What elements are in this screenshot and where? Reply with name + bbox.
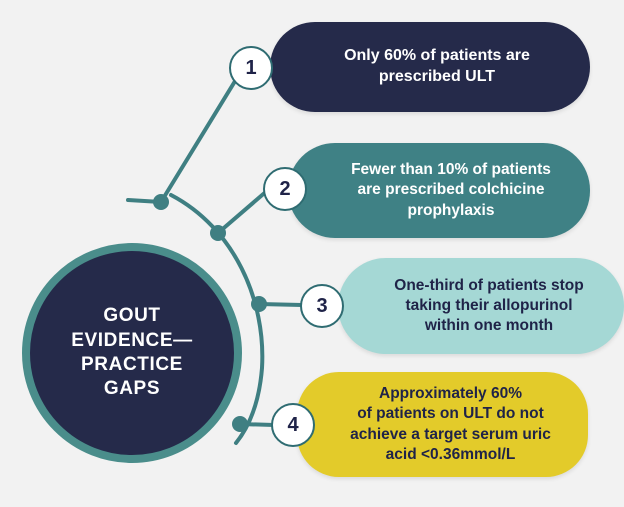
step-badge-1: 1 — [229, 46, 273, 90]
junction-dot-3 — [251, 296, 267, 312]
step-badge-3: 3 — [300, 284, 344, 328]
gap-card-2: Fewer than 10% of patients are prescribe… — [288, 143, 590, 238]
junction-dot-4 — [232, 416, 248, 432]
gap-card-3-text: One-third of patients stop taking their … — [394, 276, 584, 335]
step-badge-4-number: 4 — [287, 414, 299, 436]
gap-card-2-text: Fewer than 10% of patients are prescribe… — [351, 161, 551, 219]
gap-card-3: One-third of patients stop taking their … — [338, 258, 624, 354]
gap-card-4: Approximately 60% of patients on ULT do … — [297, 372, 588, 477]
junction-dot-1 — [153, 194, 169, 210]
junction-dot-2 — [210, 225, 226, 241]
step-badge-3-number: 3 — [316, 295, 328, 317]
gap-card-1-text: Only 60% of patients are prescribed ULT — [344, 47, 530, 85]
step-badge-2: 2 — [263, 167, 307, 211]
connector-line-1 — [159, 71, 242, 204]
gap-card-4-text: Approximately 60% of patients on ULT do … — [350, 385, 551, 463]
hub-title: GOUT EVIDENCE— PRACTICE GAPS — [71, 305, 193, 400]
gap-card-1: Only 60% of patients are prescribed ULT — [270, 22, 590, 112]
connector-line-2 — [216, 188, 270, 235]
step-badge-2-number: 2 — [279, 178, 291, 200]
step-badge-1-number: 1 — [245, 57, 257, 79]
step-badge-4: 4 — [271, 403, 315, 447]
central-hub: GOUT EVIDENCE— PRACTICE GAPS — [22, 243, 242, 463]
